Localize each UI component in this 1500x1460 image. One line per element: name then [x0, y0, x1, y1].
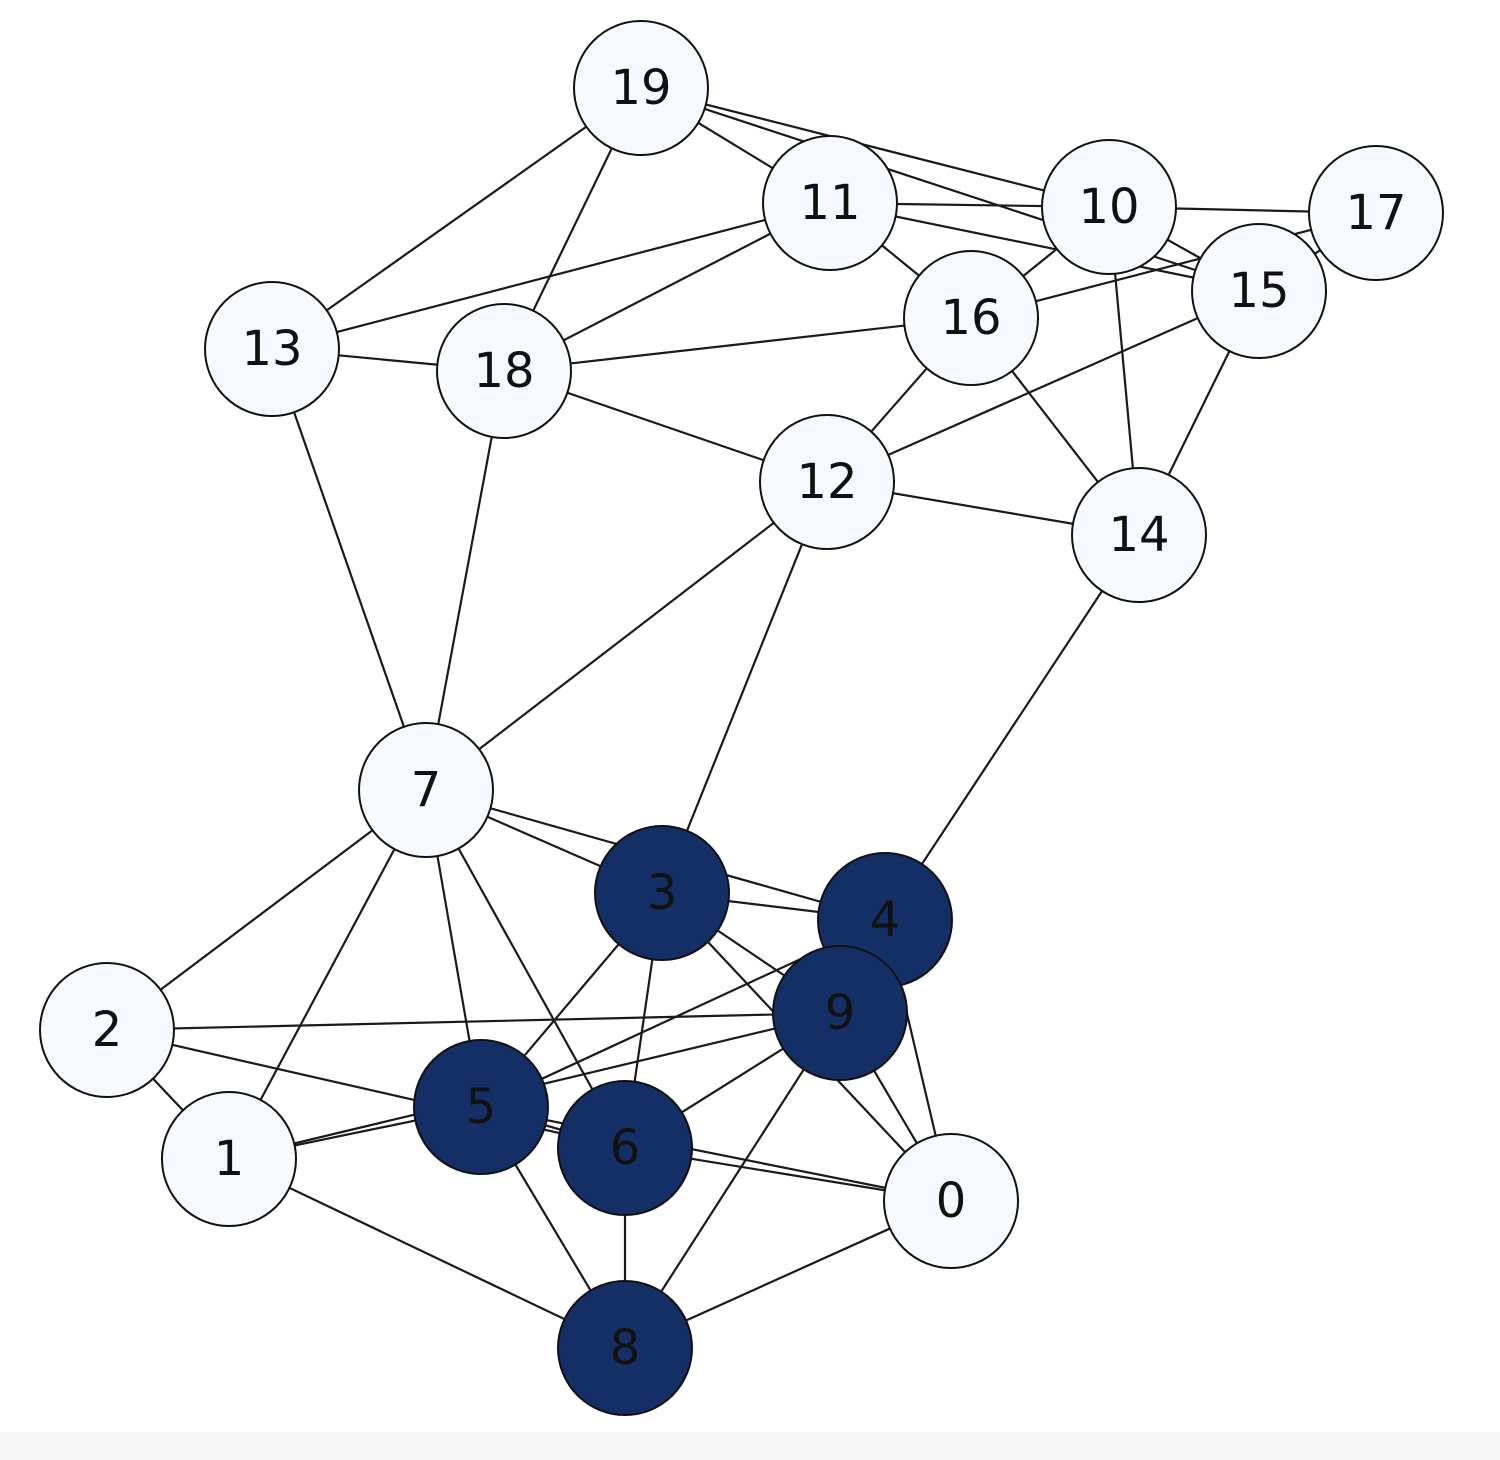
node-5: 5	[413, 1039, 549, 1175]
edge-18-7	[424, 370, 506, 791]
node-circle-3	[594, 825, 730, 961]
node-label-7: 7	[411, 762, 442, 818]
bottom-strip	[0, 1432, 1500, 1460]
node-label-0: 0	[936, 1173, 967, 1229]
node-6: 6	[557, 1080, 693, 1216]
edge-14-4	[884, 534, 1140, 921]
node-label-9: 9	[825, 985, 856, 1041]
node-circle-10	[1041, 139, 1177, 275]
node-label-17: 17	[1345, 185, 1406, 241]
node-label-11: 11	[799, 175, 860, 231]
node-circle-18	[436, 303, 572, 439]
edge-11-13	[271, 201, 831, 351]
node-circle-13	[204, 281, 340, 417]
node-label-19: 19	[610, 60, 671, 116]
node-circle-8	[557, 1280, 693, 1416]
node-label-2: 2	[92, 1002, 123, 1058]
node-circle-16	[903, 250, 1039, 386]
node-label-3: 3	[647, 865, 678, 921]
node-circle-14	[1071, 467, 1207, 603]
edge-9-2	[106, 1011, 841, 1032]
node-0: 0	[883, 1133, 1019, 1269]
edge-11-15	[829, 201, 1260, 293]
node-8: 8	[557, 1280, 693, 1416]
edge-16-18	[503, 316, 972, 373]
edge-13-7	[270, 348, 428, 791]
node-7: 7	[358, 722, 494, 858]
node-label-1: 1	[214, 1131, 245, 1187]
edge-19-15	[640, 86, 1260, 293]
node-label-10: 10	[1078, 179, 1139, 235]
node-15: 15	[1191, 223, 1327, 359]
node-19: 19	[573, 20, 709, 156]
node-circle-17	[1308, 145, 1444, 281]
node-circle-11	[762, 135, 898, 271]
edge-17-16	[970, 211, 1377, 320]
node-label-14: 14	[1108, 507, 1169, 563]
node-label-12: 12	[796, 454, 857, 510]
node-18: 18	[436, 303, 572, 439]
node-3: 3	[594, 825, 730, 961]
node-14: 14	[1071, 467, 1207, 603]
edge-5-0	[480, 1105, 952, 1203]
edge-12-3	[660, 481, 829, 894]
node-circle-5	[413, 1039, 549, 1175]
edge-15-12	[826, 289, 1260, 484]
node-circle-19	[573, 20, 709, 156]
node-label-6: 6	[610, 1120, 641, 1176]
node-label-13: 13	[241, 321, 302, 377]
node-label-8: 8	[610, 1320, 641, 1376]
node-16: 16	[903, 250, 1039, 386]
node-circle-12	[759, 414, 895, 550]
edge-1-8	[228, 1158, 626, 1349]
node-circle-0	[883, 1133, 1019, 1269]
node-1: 1	[161, 1091, 297, 1227]
node-circle-9	[772, 945, 908, 1081]
node-circle-2	[39, 962, 175, 1098]
edge-12-7	[425, 481, 828, 791]
node-13: 13	[204, 281, 340, 417]
node-label-16: 16	[940, 290, 1001, 346]
node-circle-6	[557, 1080, 693, 1216]
node-circle-1	[161, 1091, 297, 1227]
edges-layer	[106, 86, 1377, 1350]
node-11: 11	[762, 135, 898, 271]
node-label-4: 4	[870, 892, 901, 948]
node-17: 17	[1308, 145, 1444, 281]
node-12: 12	[759, 414, 895, 550]
edge-19-10	[640, 86, 1110, 209]
node-2: 2	[39, 962, 175, 1098]
edge-7-6	[425, 789, 626, 1149]
edge-7-1	[228, 789, 427, 1160]
node-label-5: 5	[466, 1079, 497, 1135]
node-circle-7	[358, 722, 494, 858]
edge-19-13	[271, 87, 642, 350]
node-label-15: 15	[1228, 263, 1289, 319]
node-10: 10	[1041, 139, 1177, 275]
node-circle-15	[1191, 223, 1327, 359]
node-label-18: 18	[473, 343, 534, 399]
node-9: 9	[772, 945, 908, 1081]
